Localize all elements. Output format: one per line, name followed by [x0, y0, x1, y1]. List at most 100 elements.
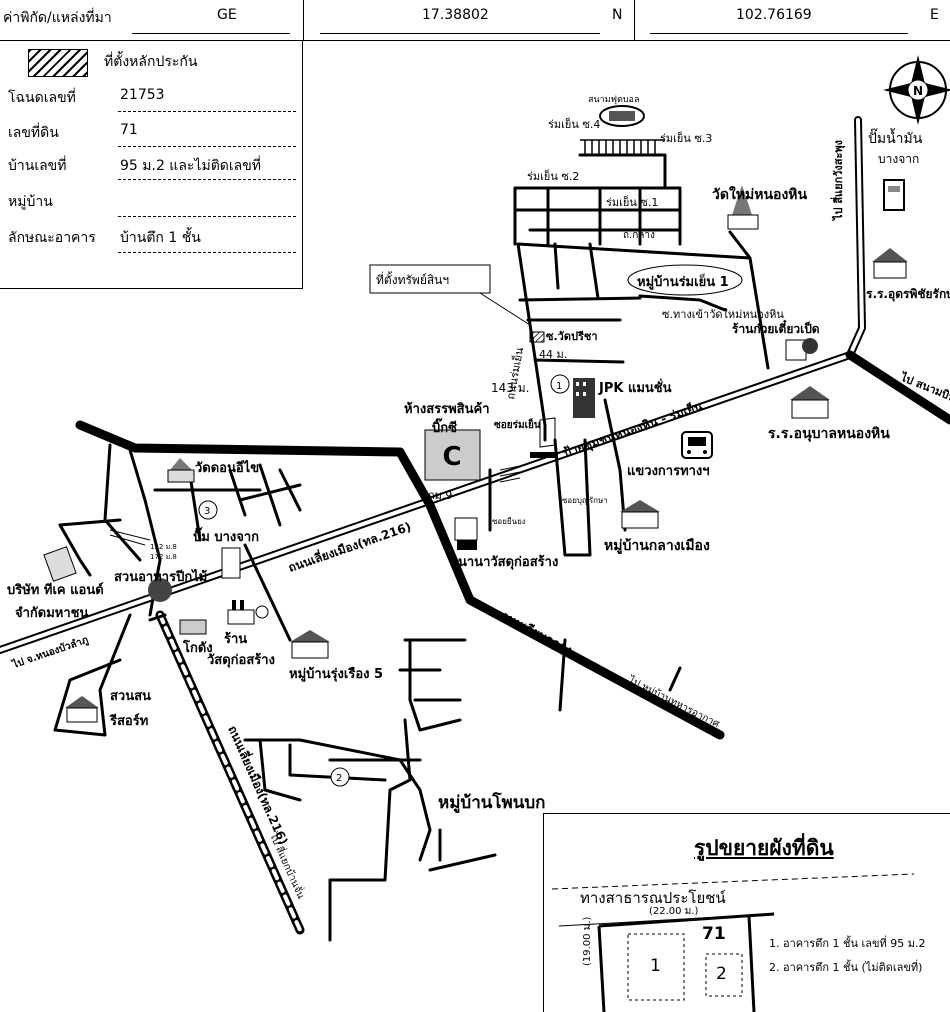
soi1-label: ร่มเย็น ซ.1: [606, 195, 658, 209]
inset-parcel-number: 71: [702, 924, 726, 944]
land-number-value: 71: [120, 122, 138, 138]
gas-station-brand-label: บางจาก: [878, 152, 919, 166]
house-icon-rungrueang: [290, 630, 330, 659]
jpk-mansion-label: JPK แมนชั่น: [598, 378, 672, 396]
village-sign2-label: 172 ม.8: [150, 553, 177, 561]
soi-kham-label: ซอยยืนยง: [492, 517, 526, 526]
company-suffix-label: จำกัดมหาชน: [15, 605, 88, 621]
latitude-value: 17.38802: [422, 7, 489, 23]
village-phonbok-label: หมู่บ้านโพนบก: [438, 792, 545, 814]
marker-2-label: 2: [336, 773, 342, 784]
building-type-label: ลักษณะอาคาร: [8, 230, 96, 246]
hardware-store-icon: [454, 517, 478, 550]
company-icon: [43, 546, 77, 582]
shop-label: ร้าน: [224, 631, 247, 647]
village-romyen-label: หมู่บ้านร่มเย็น 1: [637, 272, 729, 290]
bigc-logo-icon: [424, 429, 481, 481]
school-anuban-label: ร.ร.อนุบาลหนองหิน: [768, 426, 890, 442]
soi-temple-label: ซ.ทางเข้าวัดใหม่หนองหิน: [662, 308, 784, 321]
hardware-store-label: นานาวัสดุก่อสร้าง: [458, 554, 558, 570]
mall-name-label: บิ๊กซี: [432, 418, 457, 436]
marker-1-label: 1: [556, 381, 562, 392]
gas-station-label: ปั๊มน้ำมัน: [868, 128, 923, 147]
north-label: N: [913, 84, 923, 98]
restaurant-icon: [148, 578, 172, 602]
temple-donithai-label: วัดดอนอีไข: [195, 459, 259, 476]
longitude-dir: E: [930, 7, 939, 23]
fuel-pump-icon: [221, 547, 241, 579]
shop-type-label: วัสดุก่อสร้าง: [207, 652, 275, 668]
canal-road-label: ถนนเลียบคลอง: [499, 608, 575, 657]
house-icon-resort: [65, 696, 99, 723]
km9-label: กม.9: [428, 489, 452, 502]
soi-romyen-label: ซอยร่มเย็น: [494, 417, 541, 431]
temple-nonghin-label: วัดใหม่หนองหิน: [712, 185, 808, 203]
warehouse-label: โกดัง: [182, 639, 213, 656]
house-number-value: 95 ม.2 และไม่ติดเลขที่: [120, 158, 262, 174]
land-number-label: เลขที่ดิน: [8, 125, 59, 141]
collateral-marker-label: ที่ตั้งหลักประกัน: [104, 54, 198, 70]
company-label: บริษัท ทีเค แอนด์: [7, 582, 104, 598]
coord-label: ค่าพิกัด/แหล่งที่มา: [3, 10, 112, 26]
village-rungrueang-label: หมู่บ้านรุ่งเรือง 5: [289, 666, 383, 682]
village-klangmuang-label: หมู่บ้านกลางเมือง: [604, 538, 710, 554]
bus-icon: [681, 431, 713, 459]
house-icon-klangmuang: [620, 500, 660, 529]
highway-office-label: แขวงการทางฯ: [627, 464, 710, 479]
inset-building-1: 1: [650, 956, 661, 976]
inset-note-1: 1. อาคารตึก 1 ชั้น เลขที่ 95 ม.2: [769, 937, 926, 950]
inset-note-2: 2. อาคารตึก 1 ชั้น (ไม่ติดเลขที่): [769, 961, 923, 974]
resort-label: สวนสน: [110, 689, 151, 704]
gear-icon: [255, 605, 269, 619]
soi3-label: ร่มเย็น ซ.3: [660, 131, 712, 145]
pump-bangchak-label: ปั๊ม บางจาก: [193, 527, 259, 545]
temple-icon-nonghin: [727, 185, 759, 230]
gas-pump-icon: [883, 179, 905, 211]
klang-road-label: ถ.กลาง: [623, 230, 655, 241]
inset-road-label: ทางสาธารณประโยชน์: [580, 889, 726, 907]
airport-road: [845, 350, 950, 425]
deed-number-label: โฉนดเลขที่: [8, 90, 76, 106]
property-marker-icon: [529, 331, 545, 343]
soi-wat-label: ซ.วัดปรีชา: [546, 330, 598, 343]
soi2-label: ร่มเย็น ซ.2: [527, 169, 579, 183]
coordinate-header: ค่าพิกัด/แหล่งที่มา GE 17.38802 N 102.76…: [0, 0, 950, 41]
distance-143-label: 143 ม.: [491, 381, 529, 395]
coord-source: GE: [217, 7, 237, 23]
inset-title: รูปขยายผังที่ดิน: [694, 836, 834, 860]
school-udom-label: ร.ร.อุดรพิชัยรักษ์: [866, 287, 950, 302]
distance-44-label: 44 ม.: [539, 348, 567, 361]
village-label: หมู่บ้าน: [8, 194, 53, 210]
property-location-label: ที่ตั้งทรัพย์สินฯ: [376, 271, 449, 287]
north-arrow-icon: [883, 55, 950, 125]
stadium-label: สนามฟุตบอล: [588, 95, 639, 105]
temple-icon-donithai: [167, 458, 195, 483]
building-type-value: บ้านตึก 1 ชั้น: [120, 230, 201, 246]
noodle-shop-icon: [785, 338, 818, 361]
warehouse-icon: [179, 619, 207, 635]
factory-icon: [227, 600, 255, 625]
restaurant-label: สวนอาหารปีกไม้: [114, 568, 207, 585]
village-sign-label: 152 ม.8: [150, 543, 177, 551]
house-number-label: บ้านเลขที่: [8, 158, 67, 174]
soi-boonrak-label: ซอยบุญรักษา: [562, 496, 608, 505]
mall-label: ห้างสรรพสินค้า: [404, 401, 490, 417]
inset-road-width: (22.00 ม.): [649, 906, 699, 917]
marker-3-label: 3: [204, 506, 210, 517]
collateral-marker-swatch: [28, 49, 88, 77]
longitude-value: 102.76169: [736, 7, 812, 23]
to-wang-saphung-label: ไป สี่แยกวังสะพุง: [830, 140, 846, 222]
latitude-dir: N: [612, 7, 623, 23]
noodle-shop-label: ร้านก๋วยเตี๋ยวเป็ด: [732, 319, 820, 336]
school-icon-anuban: [790, 386, 830, 419]
bypass-road: [75, 420, 725, 740]
property-callout-box: [369, 264, 491, 294]
deed-number-value: 21753: [120, 87, 165, 103]
parcel-inset: รูปขยายผังที่ดิน ทางสาธารณประโยชน์ (22.0…: [543, 813, 950, 1012]
svg-text:C: C: [442, 442, 461, 472]
soi4-label: ร่มเย็น ซ.4: [548, 117, 600, 131]
inset-side-width: (19.00 ม.): [582, 916, 593, 966]
resort-name-label: รีสอร์ท: [109, 713, 148, 729]
inset-building-2: 2: [716, 964, 727, 984]
